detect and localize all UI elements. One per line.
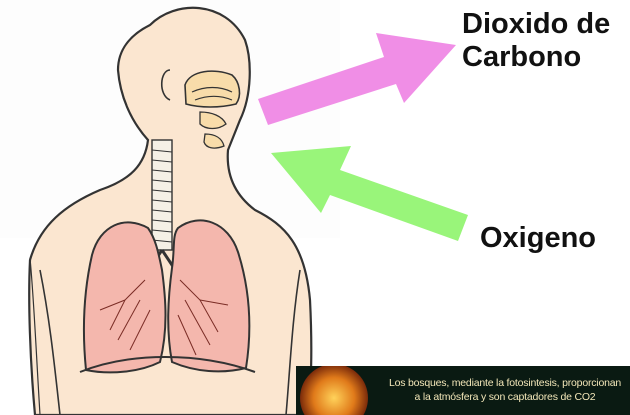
banner-line-1: Los bosques, mediante la fotosintesis, p…	[374, 376, 630, 390]
banner-line-2: a la atmósfera y son captadores de CO2	[374, 390, 630, 404]
banner-caption: Los bosques, mediante la fotosintesis, p…	[374, 376, 630, 404]
left-lung	[84, 222, 166, 372]
sun-image	[300, 366, 368, 415]
forest-caption-banner: Los bosques, mediante la fotosintesis, p…	[296, 366, 630, 415]
oxygen-label: Oxigeno	[480, 222, 596, 255]
carbon-dioxide-label: Dioxido de Carbono	[462, 8, 630, 74]
